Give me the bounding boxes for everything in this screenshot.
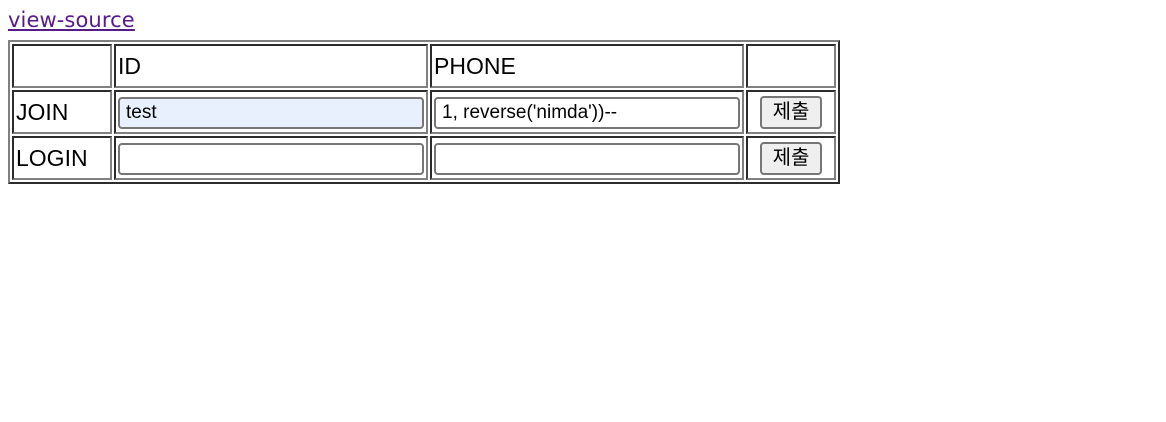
table-row-join: JOIN 제출 xyxy=(12,90,836,135)
header-cell-phone: PHONE xyxy=(430,44,744,89)
login-id-input[interactable] xyxy=(118,142,424,175)
header-cell-action xyxy=(746,44,836,89)
auth-form-table: ID PHONE JOIN 제출 LOGIN xyxy=(8,40,840,185)
join-submit-button[interactable]: 제출 xyxy=(760,95,822,129)
page-body: view-source ID PHONE JOIN 제출 xyxy=(0,0,1166,192)
table-row-login: LOGIN 제출 xyxy=(12,136,836,181)
join-phone-cell xyxy=(430,90,744,135)
join-id-cell xyxy=(114,90,428,135)
join-submit-cell: 제출 xyxy=(746,90,836,135)
join-phone-input[interactable] xyxy=(434,96,740,129)
table-header-row: ID PHONE xyxy=(12,44,836,89)
row-label-login: LOGIN xyxy=(12,136,112,181)
view-source-link-wrapper: view-source xyxy=(8,8,1158,32)
join-id-input[interactable] xyxy=(118,96,424,129)
login-phone-input[interactable] xyxy=(434,142,740,175)
view-source-link[interactable]: view-source xyxy=(8,8,135,32)
login-submit-button[interactable]: 제출 xyxy=(760,141,822,175)
row-label-join: JOIN xyxy=(12,90,112,135)
header-cell-corner xyxy=(12,44,112,89)
header-cell-id: ID xyxy=(114,44,428,89)
login-submit-cell: 제출 xyxy=(746,136,836,181)
login-phone-cell xyxy=(430,136,744,181)
login-id-cell xyxy=(114,136,428,181)
